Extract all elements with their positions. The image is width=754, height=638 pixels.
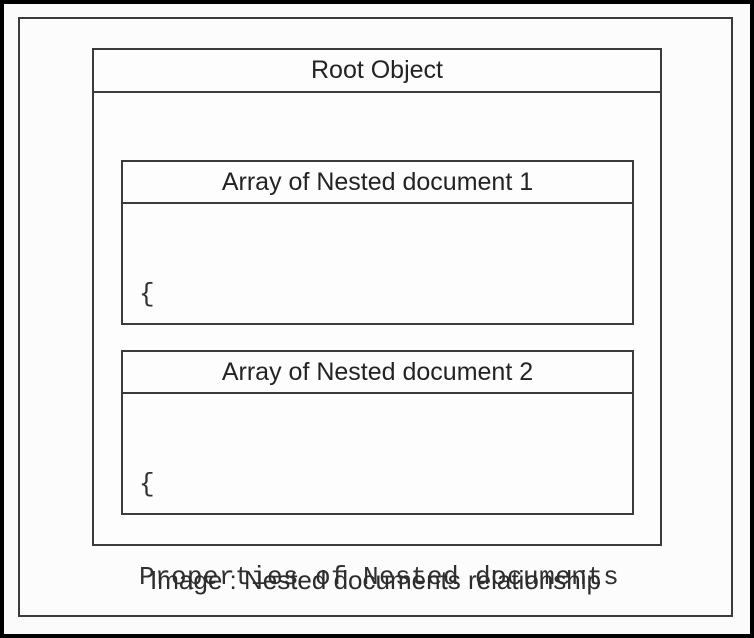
- nested-document-box-2: Array of Nested document 2 { Properties …: [121, 350, 634, 592]
- root-object-header: Root Object: [94, 50, 660, 93]
- nested-document-box-1: Array of Nested document 1 { Properties …: [121, 160, 634, 495]
- code-line-open-brace: {: [139, 279, 156, 309]
- code-line-open-brace: {: [139, 469, 156, 499]
- root-object-title: Root Object: [310, 56, 443, 84]
- nested-document-box-1-title: Array of Nested document 1: [221, 167, 534, 196]
- figure-caption: Image : Nested documents relationship: [150, 565, 601, 595]
- code-line-properties: Properties of Nested documents: [139, 562, 620, 592]
- nested-document-box-2-title: Array of Nested document 2: [221, 357, 534, 386]
- inner-frame: Root Object Array of Nested document 1 {…: [18, 17, 733, 617]
- nested-document-box-2-header: Array of Nested document 2: [123, 352, 632, 394]
- root-object-box: Root Object Array of Nested document 1 {…: [92, 48, 662, 592]
- nested-document-box-1-header: Array of Nested document 1: [123, 162, 632, 204]
- nested-document-box-2-code: { Properties of Nested documents }: [123, 394, 632, 634]
